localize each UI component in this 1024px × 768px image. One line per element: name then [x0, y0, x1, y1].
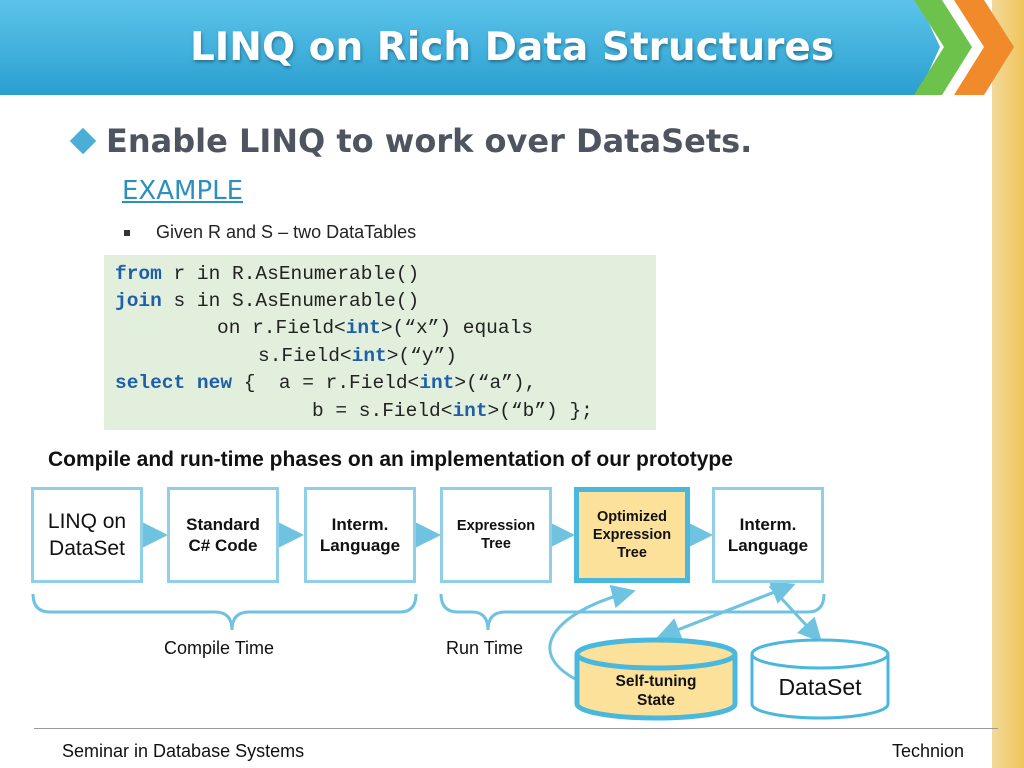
state-to-interm-arrow [661, 581, 796, 638]
sub-bullet: Given R and S – two DataTables [124, 222, 416, 243]
diagram-caption: Compile and run-time phases on an implem… [48, 448, 733, 471]
code-text: >(“x”) equals [380, 317, 533, 339]
code-text: >(“a”), [454, 372, 537, 394]
state-to-optimized-arrow [548, 584, 636, 682]
interm-to-dataset-arrow [768, 584, 823, 643]
dataset-label: DataSet [778, 674, 862, 700]
code-keyword: int [345, 317, 381, 339]
box-label: C# Code [188, 536, 258, 555]
code-line-4: s.Field<int>(“y”) [258, 345, 457, 367]
run-time-label: Run Time [446, 638, 524, 658]
box-label: LINQ on [47, 510, 127, 533]
code-line-2: join s in S.AsEnumerable() [115, 290, 419, 312]
box-linq-on-dataset: LINQ on DataSet [31, 487, 143, 583]
box-label: Language [727, 536, 809, 555]
code-text: s in S.AsEnumerable() [161, 290, 420, 312]
compile-time-label: Compile Time [164, 638, 275, 658]
example-heading: EXAMPLE [122, 176, 244, 206]
code-text: >(“y”) [386, 345, 457, 367]
footer-divider [34, 728, 998, 729]
code-line-6: b = s.Field<int>(“b”) }; [312, 400, 593, 422]
box-label: DataSet [49, 537, 125, 560]
code-text: b = s.Field< [312, 400, 453, 422]
code-text: { a = r.Field< [232, 372, 420, 394]
state-label-line: State [637, 692, 675, 709]
title-banner [0, 0, 940, 95]
state-label-line: Self-tuning [615, 673, 697, 690]
box-label: Expression [592, 527, 672, 543]
box-label: Tree [481, 536, 511, 552]
box-label: Standard [186, 515, 260, 534]
code-text: s.Field< [258, 345, 352, 367]
box-label: Interm. [739, 515, 797, 534]
box-label: Expression [456, 518, 536, 534]
slide-title: LINQ on Rich Data Structures [189, 25, 835, 70]
code-keyword: from [115, 263, 162, 285]
code-text: >(“b”) }; [487, 400, 593, 422]
code-text: r in R.AsEnumerable() [161, 263, 420, 285]
code-keyword: new [196, 372, 233, 394]
self-tuning-state-cylinder [574, 637, 738, 721]
code-keyword: int [351, 345, 387, 367]
code-block: from r in R.AsEnumerable() join s in S.A… [104, 255, 656, 430]
box-interm-language-1: Interm. Language [304, 487, 416, 583]
square-bullet-icon [124, 229, 130, 236]
code-line-5: select new { a = r.Field<int>(“a”), [115, 372, 536, 394]
box-label: Tree [617, 545, 647, 561]
chevron-arrows-icon [914, 0, 1014, 95]
run-time-brace [439, 593, 826, 631]
code-text: on r.Field< [217, 317, 346, 339]
main-bullet-text: Enable LINQ to work over DataSets. [106, 122, 753, 160]
code-line-1: from r in R.AsEnumerable() [115, 263, 419, 285]
footer-right: Technion [892, 741, 965, 761]
decorative-side-strip [992, 0, 1024, 768]
dataset-cylinder [750, 638, 890, 720]
box-label: Interm. [331, 515, 389, 534]
code-keyword: select [115, 372, 186, 394]
code-keyword: int [452, 400, 488, 422]
main-bullet: Enable LINQ to work over DataSets. [69, 122, 753, 160]
compile-time-brace [31, 593, 418, 631]
footer-left: Seminar in Database Systems [62, 741, 305, 761]
box-interm-language-2: Interm. Language [712, 487, 824, 583]
code-keyword: int [419, 372, 455, 394]
box-label: Language [319, 536, 401, 555]
code-line-3: on r.Field<int>(“x”) equals [217, 317, 533, 339]
box-standard-csharp: Standard C# Code [167, 487, 279, 583]
box-label: Optimized [596, 509, 668, 525]
code-keyword: join [115, 290, 162, 312]
sub-bullet-text: Given R and S – two DataTables [156, 222, 417, 242]
